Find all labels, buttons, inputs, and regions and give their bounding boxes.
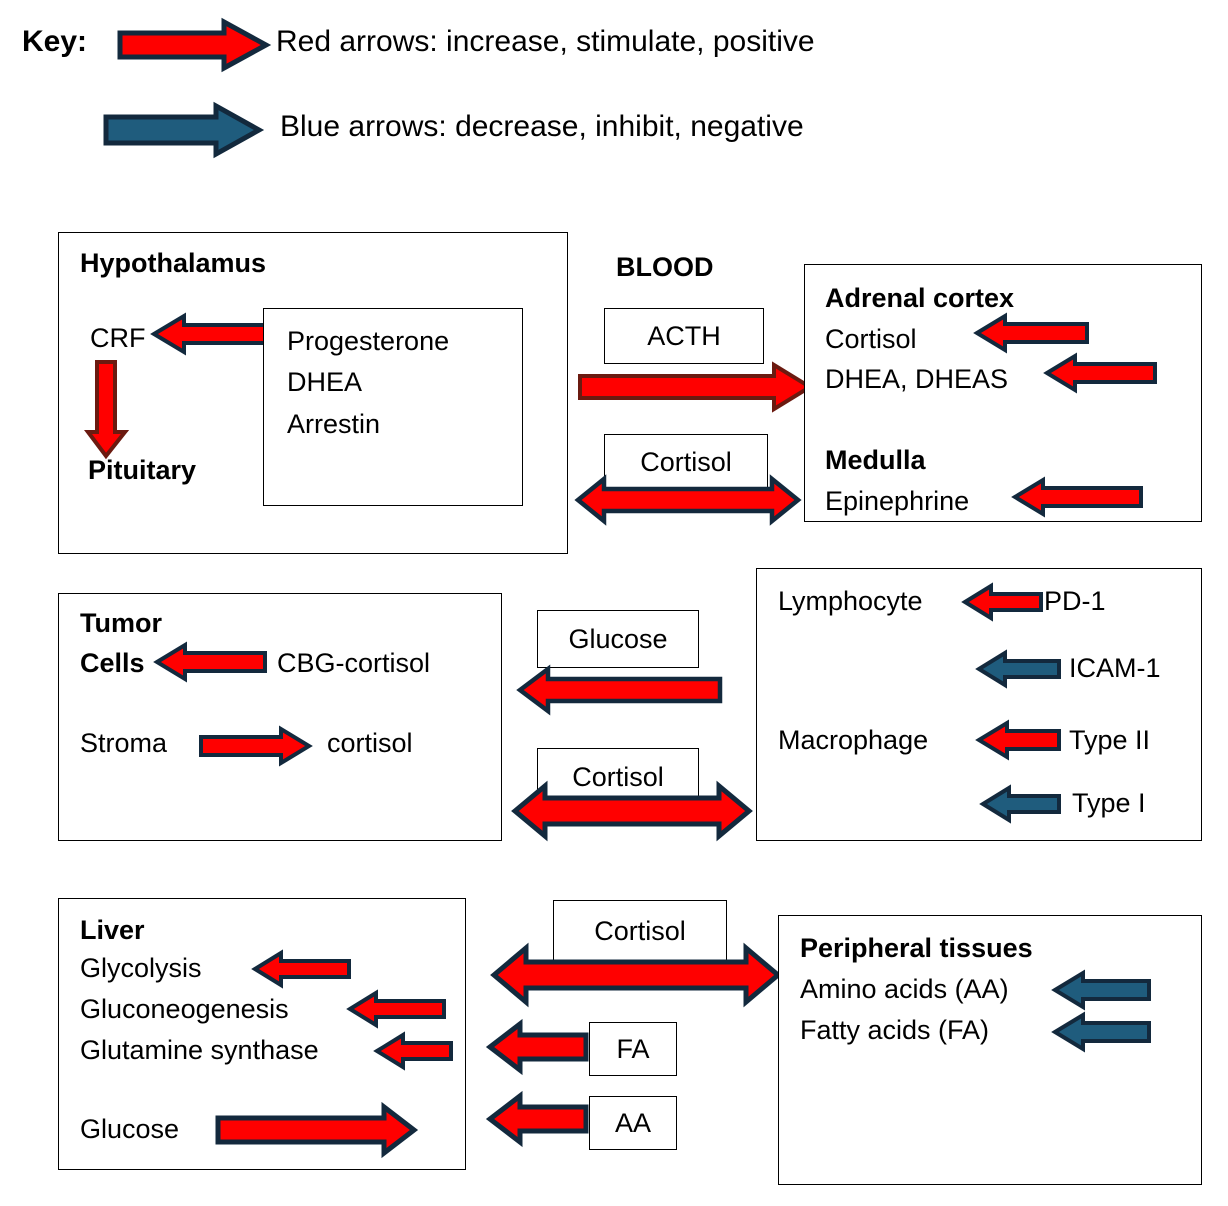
blood-title: BLOOD [616,252,714,282]
bottom-cortisol-label: Cortisol [594,915,686,946]
adrenal-dhea-label: DHEA, DHEAS [825,364,1009,394]
peripheral-title: Peripheral tissues [800,933,1033,963]
type2-label: Type II [1069,725,1151,755]
arrow-fa-icon [485,1018,589,1076]
macrophage-label: Macrophage [778,725,929,755]
blood-cortisol-label: Cortisol [640,446,732,477]
arrow-aa-icon [485,1090,589,1148]
glucose-label: Glucose [568,623,668,654]
liver-title: Liver [80,915,145,945]
amino-acids-label: Amino acids (AA) [800,974,1009,1004]
crf-label: CRF [90,323,146,353]
fatty-acids-label: Fatty acids (FA) [800,1015,990,1045]
icam1-label: ICAM-1 [1069,653,1161,683]
arrow-gluconeogenesis-icon [346,989,446,1029]
hormones-inner-box [263,308,523,506]
gluconeogenesis-label: Gluconeogenesis [80,994,289,1024]
arrow-glycolysis-icon [251,949,351,989]
arrow-stroma-to-cortisol-icon [199,725,313,767]
arrow-bottom-cortisol-bidirectional-icon [490,942,782,1008]
adrenal-cortex-title: Adrenal cortex [825,283,1015,313]
glucose-box: Glucose [537,610,699,668]
epinephrine-label: Epinephrine [825,486,970,516]
progesterone-label: Progesterone [287,326,450,356]
tumor-title: Tumor [80,608,162,638]
immune-panel [756,568,1202,841]
arrow-peripheral-fa-icon [1051,1011,1151,1053]
fa-label: FA [616,1033,650,1064]
arrow-to-epinephrine-icon [1011,476,1143,518]
liver-glucose-label: Glucose [80,1114,180,1144]
glycolysis-label: Glycolysis [80,953,202,983]
aa-box: AA [589,1096,677,1150]
key-red-text: Red arrows: increase, stimulate, positiv… [276,25,815,58]
tumor-cortisol-label: cortisol [327,728,413,758]
adrenal-cortisol-label: Cortisol [825,324,917,354]
arrow-middle-cortisol-bidirectional-icon [511,780,753,842]
fa-box: FA [589,1022,677,1076]
lymphocyte-label: Lymphocyte [778,586,923,616]
acth-label: ACTH [647,320,721,351]
peripheral-tissues-panel [778,915,1202,1185]
cbg-cortisol-label: CBG-cortisol [277,648,431,678]
key-red-arrow-icon [117,17,272,73]
tumor-panel [58,593,502,841]
arrow-type2-to-macrophage-icon [975,719,1061,761]
arrow-type1-icon [979,784,1061,824]
key-blue-arrow-icon [103,101,265,159]
arrow-blood-cortisol-bidirectional-icon [574,474,802,526]
stroma-label: Stroma [80,728,168,758]
arrow-cbg-cortisol-to-cells-icon [153,641,267,683]
aa-label: AA [614,1107,652,1138]
arrow-icam1-icon [975,649,1061,689]
arrow-to-adrenal-dhea-icon [1043,352,1157,394]
arrow-to-adrenal-cortisol-icon [973,312,1089,354]
hypothalamus-title: Hypothalamus [80,248,267,278]
arrow-glucose-to-tumor-icon [516,664,723,716]
tumor-cells-label: Cells [80,648,145,678]
arrow-pd1-to-lymphocyte-icon [961,582,1043,622]
pituitary-label: Pituitary [88,455,197,485]
pd1-label: PD-1 [1044,586,1106,616]
glutamine-synthase-label: Glutamine synthase [80,1035,319,1065]
arrow-liver-glucose-out-icon [215,1101,419,1159]
type1-label: Type I [1072,788,1146,818]
arrow-progesterone-to-crf-icon [150,312,268,356]
acth-box: ACTH [604,308,764,364]
arrow-crf-to-pituitary-icon [84,360,130,460]
middle-cortisol-label: Cortisol [572,761,664,792]
medulla-title: Medulla [825,445,926,475]
dhea-label: DHEA [287,367,363,397]
key-label: Key: [22,25,88,58]
arrow-glutamine-synthase-icon [373,1031,453,1071]
adrenal-cortex-panel [804,264,1202,522]
key-blue-text: Blue arrows: decrease, inhibit, negative [280,110,804,143]
arrow-acth-to-adrenal-icon [578,361,814,413]
bottom-cortisol-box: Cortisol [553,900,727,962]
arrestin-label: Arrestin [287,409,381,439]
arrow-peripheral-aa-icon [1051,969,1151,1011]
